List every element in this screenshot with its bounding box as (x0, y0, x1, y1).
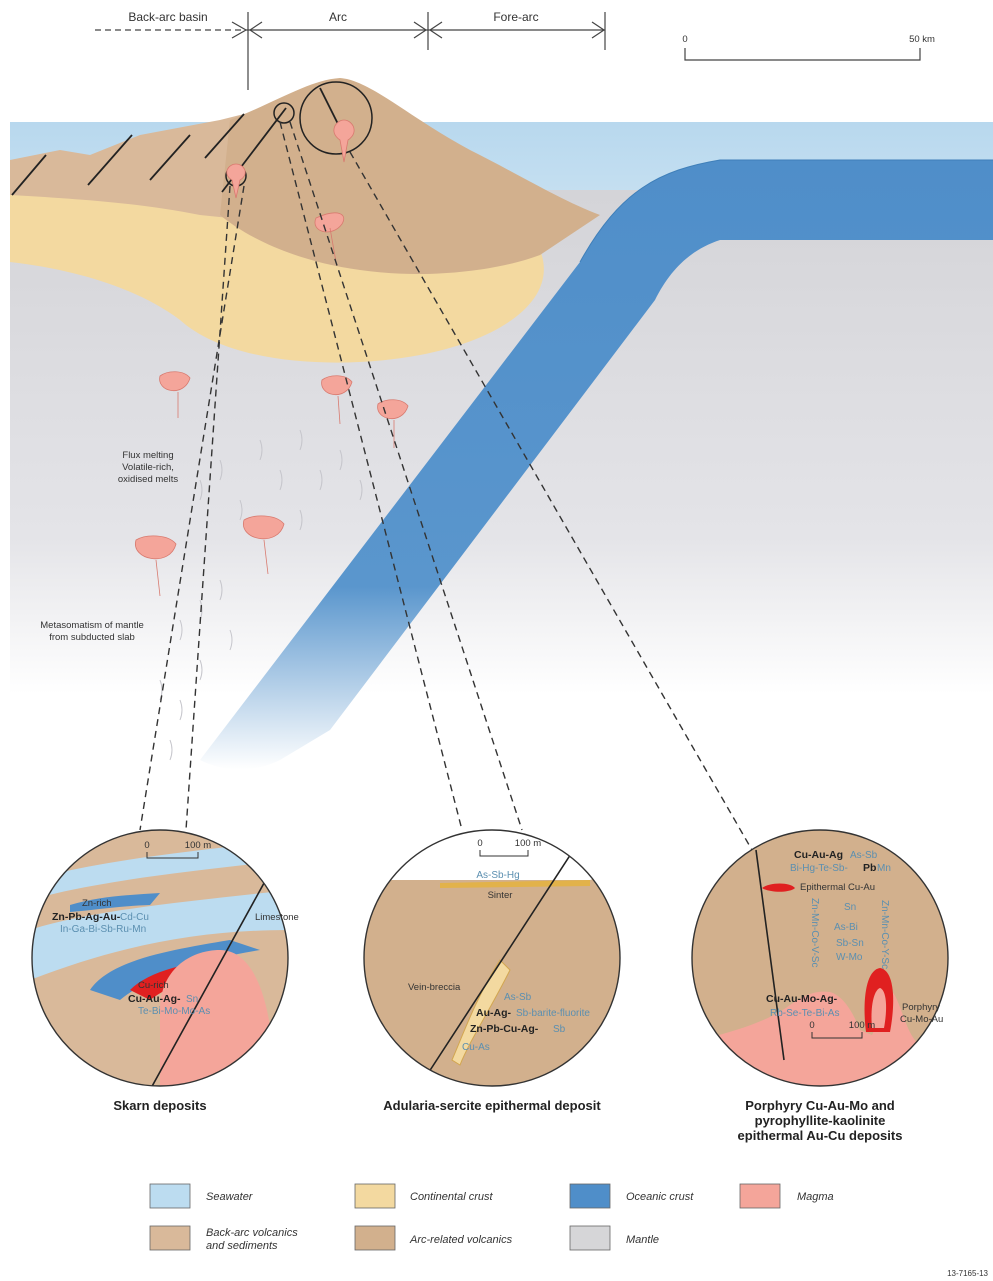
skarn-zn-metals: Zn-Pb-Ag-Au- (52, 911, 121, 923)
adularia-scale-max: 100 m (515, 838, 541, 849)
adularia-caption: Adularia-sercite epithermal deposit (383, 1098, 601, 1113)
porphyry-scale-zero: 0 (809, 1020, 814, 1031)
legend-label-magma: Magma (797, 1191, 834, 1203)
adularia-au-ag-minor: Sb-barite-fluorite (516, 1008, 590, 1019)
tectonic-header: Back-arc basin Arc Fore-arc (95, 10, 605, 90)
skarn-cu-metals: Cu-Au-Ag- (128, 993, 181, 1005)
fore-arc-label: Fore-arc (493, 10, 538, 24)
legend-swatch-back-arc (150, 1226, 190, 1250)
adularia-sinter: Sinter (488, 890, 513, 901)
adularia-au-ag: Au-Ag- (476, 1007, 511, 1019)
scale-bar: 0 50 km (682, 34, 935, 60)
skarn-scale-max: 100 m (185, 840, 211, 851)
porphyry-epithermal: Epithermal Cu-Au (800, 882, 875, 893)
adularia-zn-pb-minor: Sb (553, 1024, 566, 1035)
legend-swatch-oceanic (570, 1184, 610, 1208)
porphyry-scale-max: 100 m (849, 1020, 875, 1031)
legend-label-oceanic: Oceanic crust (626, 1191, 694, 1203)
adularia-as-sb-hg: As-Sb-Hg (476, 870, 519, 881)
legend-swatch-mantle (570, 1226, 610, 1250)
porphyry-cu-au-ag: Cu-Au-Ag (794, 849, 843, 861)
skarn-caption: Skarn deposits (113, 1098, 206, 1113)
porphyry-label-2: Cu-Mo-Au (900, 1014, 943, 1025)
legend-label-mantle: Mantle (626, 1234, 659, 1246)
porphyry-caption-1: Porphyry Cu-Au-Mo and (745, 1098, 895, 1113)
scale-max: 50 km (909, 34, 935, 45)
skarn-cu-minor2: Te-Bi-Mo-Mo-As (138, 1006, 210, 1017)
porphyry-caption-2: pyrophyllite-kaolinite (755, 1113, 886, 1128)
porphyry-sn: Sn (844, 902, 856, 913)
adularia-inset: 0 100 m As-Sb-Hg Sinter Vein-breccia As-… (360, 830, 625, 1113)
porphyry-inset: 0 100 m Cu-Au-Ag As-Sb Bi-Hg-Te-Sb- Pb M… (690, 830, 955, 1143)
porphyry-cu-au-ag-minor: As-Sb (850, 850, 878, 861)
porphyry-cu-au-mo: Cu-Au-Mo-Ag- (766, 993, 838, 1005)
adularia-scale-zero: 0 (477, 838, 482, 849)
skarn-cu-rich: Cu-rich (138, 980, 169, 991)
legend-label-back-arc-2: and sediments (206, 1240, 278, 1252)
porphyry-sb-sn: Sb-Sn (836, 938, 864, 949)
metasomatism-1: Metasomatism of mantle (40, 620, 143, 631)
skarn-zn-minor2: In-Ga-Bi-Sb-Ru-Mn (60, 924, 146, 935)
porphyry-as-bi: As-Bi (834, 922, 858, 933)
cross-section: Flux melting Volatile-rich, oxidised mel… (10, 78, 993, 820)
porphyry-bi-hg: Bi-Hg-Te-Sb- (790, 863, 848, 874)
legend-label-continental: Continental crust (410, 1191, 493, 1203)
flux-melting-2: Volatile-rich, (122, 462, 174, 473)
porphyry-w-mo: W-Mo (836, 952, 863, 963)
scale-zero: 0 (682, 34, 687, 45)
porphyry-label-1: Porphyry (902, 1002, 940, 1013)
legend-swatch-continental (355, 1184, 395, 1208)
back-arc-label: Back-arc basin (128, 10, 207, 24)
skarn-limestone: Limestone (255, 912, 299, 923)
legend-label-arc-volcanics: Arc-related volcanics (409, 1234, 513, 1246)
adularia-cu-as: Cu-As (462, 1042, 490, 1053)
porphyry-zn-vertical-2: Zn-Mn-Co-Y-Sc (879, 900, 890, 969)
porphyry-rb-se: Rb-Se-Te-Bi-As (770, 1008, 839, 1019)
adularia-vein-breccia: Vein-breccia (408, 982, 461, 993)
flux-melting-3: oxidised melts (118, 474, 178, 485)
legend: Seawater Continental crust Oceanic crust… (150, 1184, 834, 1252)
skarn-zn-rich: Zn-rich (82, 898, 112, 909)
legend-label-seawater: Seawater (206, 1191, 254, 1203)
porphyry-zn-vertical-1: Zn-Mn-Co-V-Sc (809, 898, 820, 967)
legend-swatch-magma (740, 1184, 780, 1208)
legend-label-back-arc-1: Back-arc volcanics (206, 1227, 298, 1239)
porphyry-bi-hg-mn: Mn (877, 863, 891, 874)
arc-label: Arc (329, 10, 347, 24)
adularia-zn-pb: Zn-Pb-Cu-Ag- (470, 1023, 539, 1035)
skarn-zn-minor1: Cd-Cu (120, 912, 149, 923)
metasomatism-2: from subducted slab (49, 632, 135, 643)
figure-id: 13-7165-13 (947, 1269, 988, 1278)
porphyry-bi-hg-pb: Pb (863, 862, 876, 874)
skarn-cu-minor1: Sn (186, 994, 198, 1005)
skarn-inset: 0 100 m Limestone Zn-rich Zn-Pb-Ag-Au- C… (30, 830, 299, 1113)
legend-swatch-seawater (150, 1184, 190, 1208)
porphyry-caption-3: epithermal Au-Cu deposits (738, 1128, 903, 1143)
legend-swatch-arc-volcanics (355, 1226, 395, 1250)
flux-melting-1: Flux melting (122, 450, 173, 461)
skarn-scale-zero: 0 (144, 840, 149, 851)
adularia-as-sb: As-Sb (504, 992, 532, 1003)
